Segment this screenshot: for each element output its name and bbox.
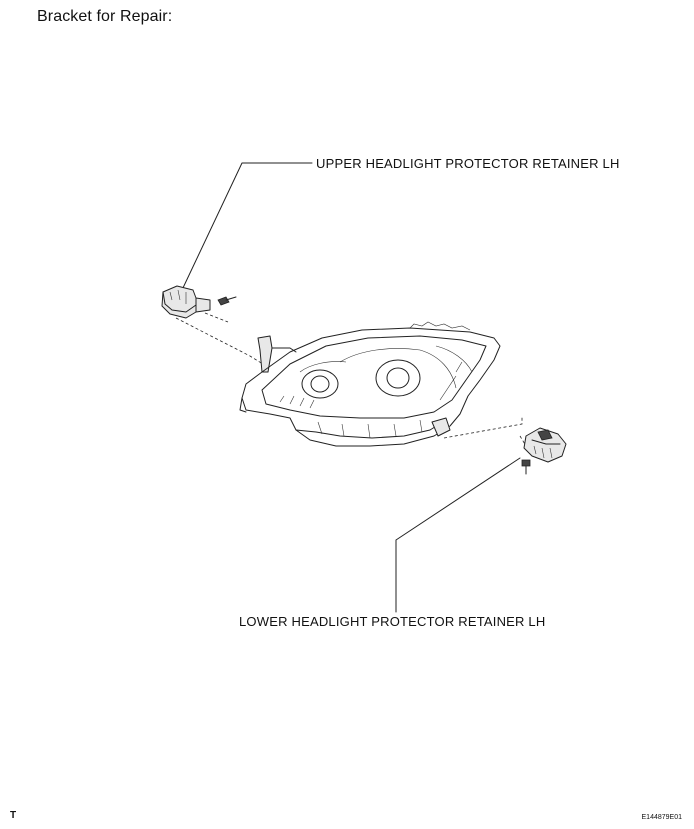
lower-retainer-bracket — [523, 427, 567, 463]
upper-retainer-screw — [217, 296, 237, 306]
lower-leader-line — [395, 457, 521, 613]
lower-alignment-dashes — [443, 416, 527, 447]
lower-retainer-label: LOWER HEADLIGHT PROTECTOR RETAINER LH — [239, 614, 546, 629]
footer-mark: T — [10, 810, 17, 821]
headlight-assembly — [239, 321, 501, 447]
upper-alignment-dashes — [175, 312, 267, 367]
lower-retainer-screw — [521, 459, 531, 475]
diagram-title: Bracket for Repair: — [37, 8, 173, 25]
upper-leader-line — [181, 162, 313, 291]
figure-id: E144879E01 — [641, 814, 682, 821]
upper-retainer-label: UPPER HEADLIGHT PROTECTOR RETAINER LH — [316, 156, 620, 171]
upper-retainer-bracket — [161, 285, 211, 319]
